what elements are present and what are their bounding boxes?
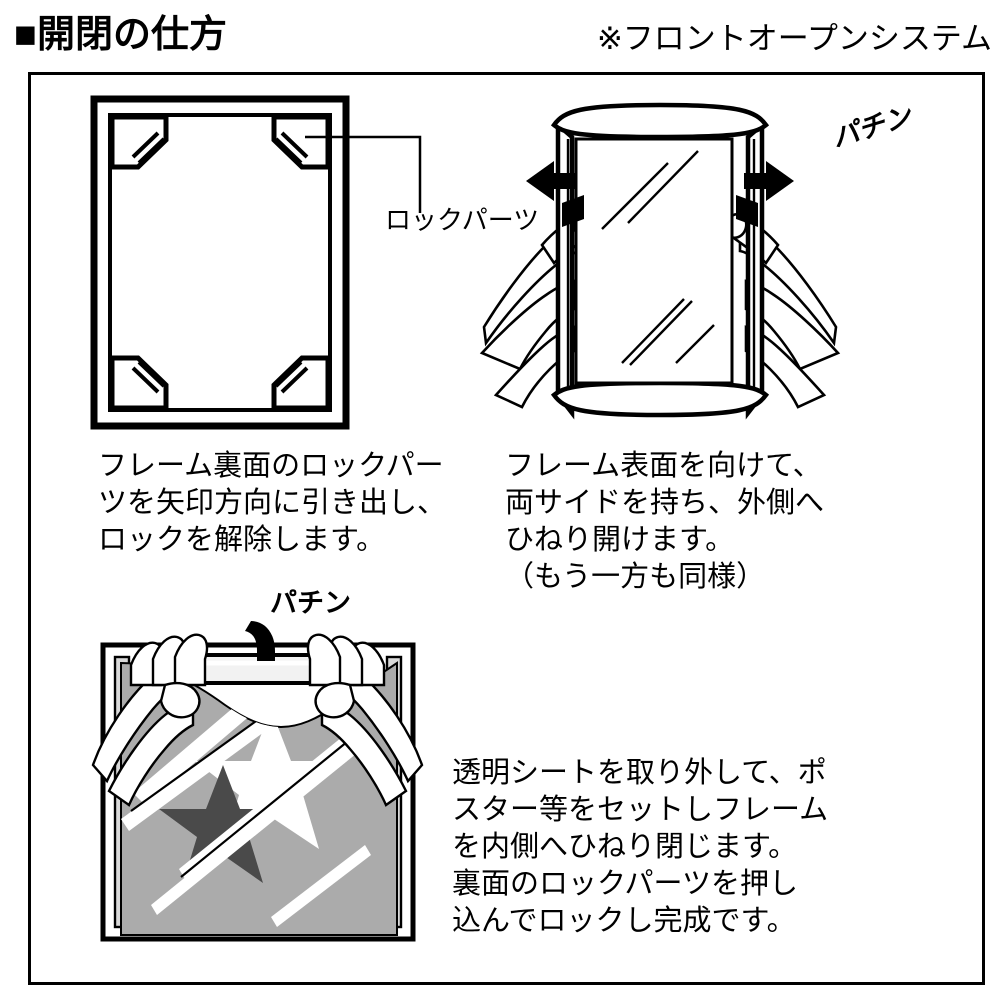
frame-back-illustration [90,95,422,430]
poster-insert-illustration [91,621,424,942]
arrow-right-outward [736,161,794,227]
snap-hook [245,621,275,661]
diagram-poster-insert [85,605,430,955]
callout-label-lock-parts: ロックパーツ [385,205,540,235]
right-hand-press [306,633,424,807]
lock-part-bottom-left [109,355,169,411]
diagram-frame-open [479,95,841,440]
snap-sound-bottom: パチン [270,588,351,618]
glass-reflections [601,150,715,366]
callout-leader-line [305,135,422,213]
poster-artwork [121,667,371,927]
caption-step-1: フレーム裏面のロックパー ツを矢印方向に引き出し、 ロックを解除します。 [98,450,447,556]
frame-open-illustration [479,102,841,420]
left-hand-press [91,633,209,807]
lock-part-top-right [271,114,331,170]
right-hand [724,212,841,409]
lock-part-bottom-right [271,355,331,411]
page-title: ■開閉の仕方 [14,14,227,56]
caption-step-2: フレーム表面を向けて、 両サイドを持ち、外側へ ひねり開けます。 （もう一方も同… [505,450,825,593]
header: ■開閉の仕方 ※フロントオープンシステム [0,0,1000,70]
frame-body [550,102,770,420]
header-note: ※フロントオープンシステム [596,21,992,56]
diagram-frame-back [90,95,422,430]
caption-step-3: 透明シートを取り外して、ポ スター等をセットしフレーム を内側へひねり閉じます。… [452,757,829,937]
lock-part-top-left [109,114,169,170]
arrow-left-outward [526,161,584,227]
